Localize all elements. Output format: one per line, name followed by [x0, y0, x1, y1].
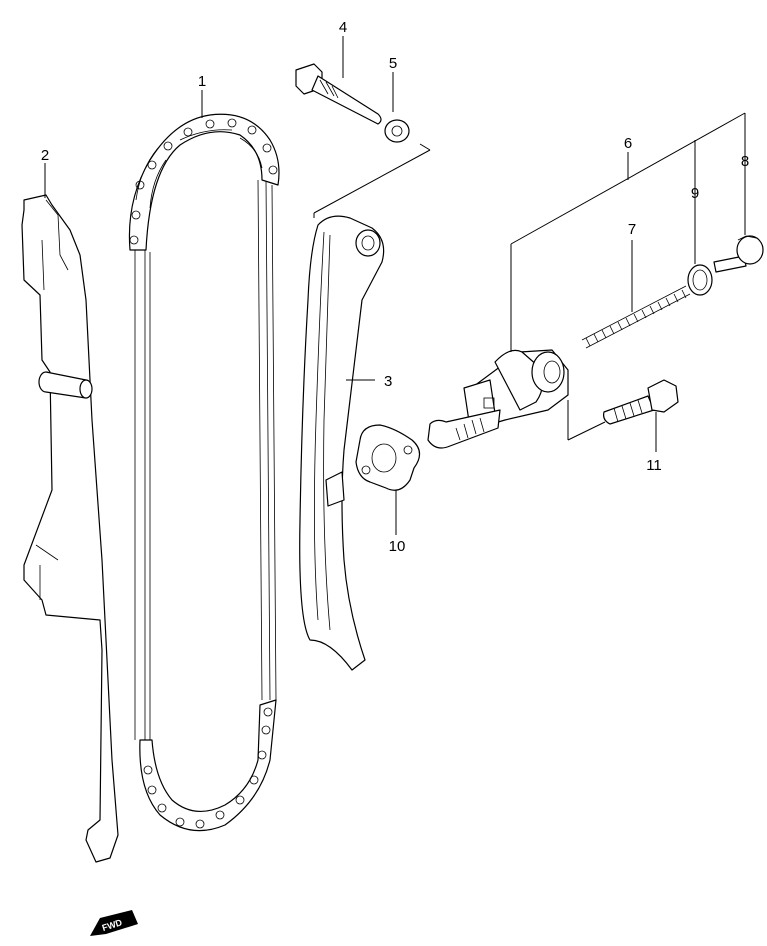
callout-guide: 2 — [41, 147, 49, 164]
callout-chain: 1 — [198, 73, 206, 90]
cap-bolt-part — [713, 235, 764, 273]
adjuster-gasket-part — [355, 424, 421, 491]
tensioner-arm-part — [299, 215, 385, 671]
callout-spring: 7 — [628, 221, 636, 238]
callout-washer: 5 — [389, 55, 397, 72]
callout-tensioner-arm: 3 — [384, 373, 392, 390]
adjuster-body-part — [427, 349, 569, 449]
gasket-ring-part — [687, 264, 713, 296]
leader-lines — [44, 36, 746, 535]
chain-guide-part — [21, 194, 119, 863]
callout-adjuster-bolt: 11 — [646, 457, 662, 474]
arm-bolt-part — [295, 63, 382, 125]
callout-labels: 1 2 3 4 5 6 7 8 9 10 11 — [41, 19, 749, 555]
washer-part — [384, 119, 410, 143]
adjuster-bolt-part — [603, 379, 679, 425]
fwd-arrow-icon: FWD — [90, 910, 138, 936]
callout-adjuster-assembly: 6 — [624, 135, 632, 152]
cam-chain-part — [128, 113, 280, 832]
callout-gasket-ring: 9 — [691, 185, 699, 202]
callout-arm-bolt: 4 — [339, 19, 347, 36]
callout-cap-bolt: 8 — [741, 153, 749, 170]
spring-part — [581, 285, 691, 349]
callout-adjuster-gasket: 10 — [389, 538, 406, 555]
